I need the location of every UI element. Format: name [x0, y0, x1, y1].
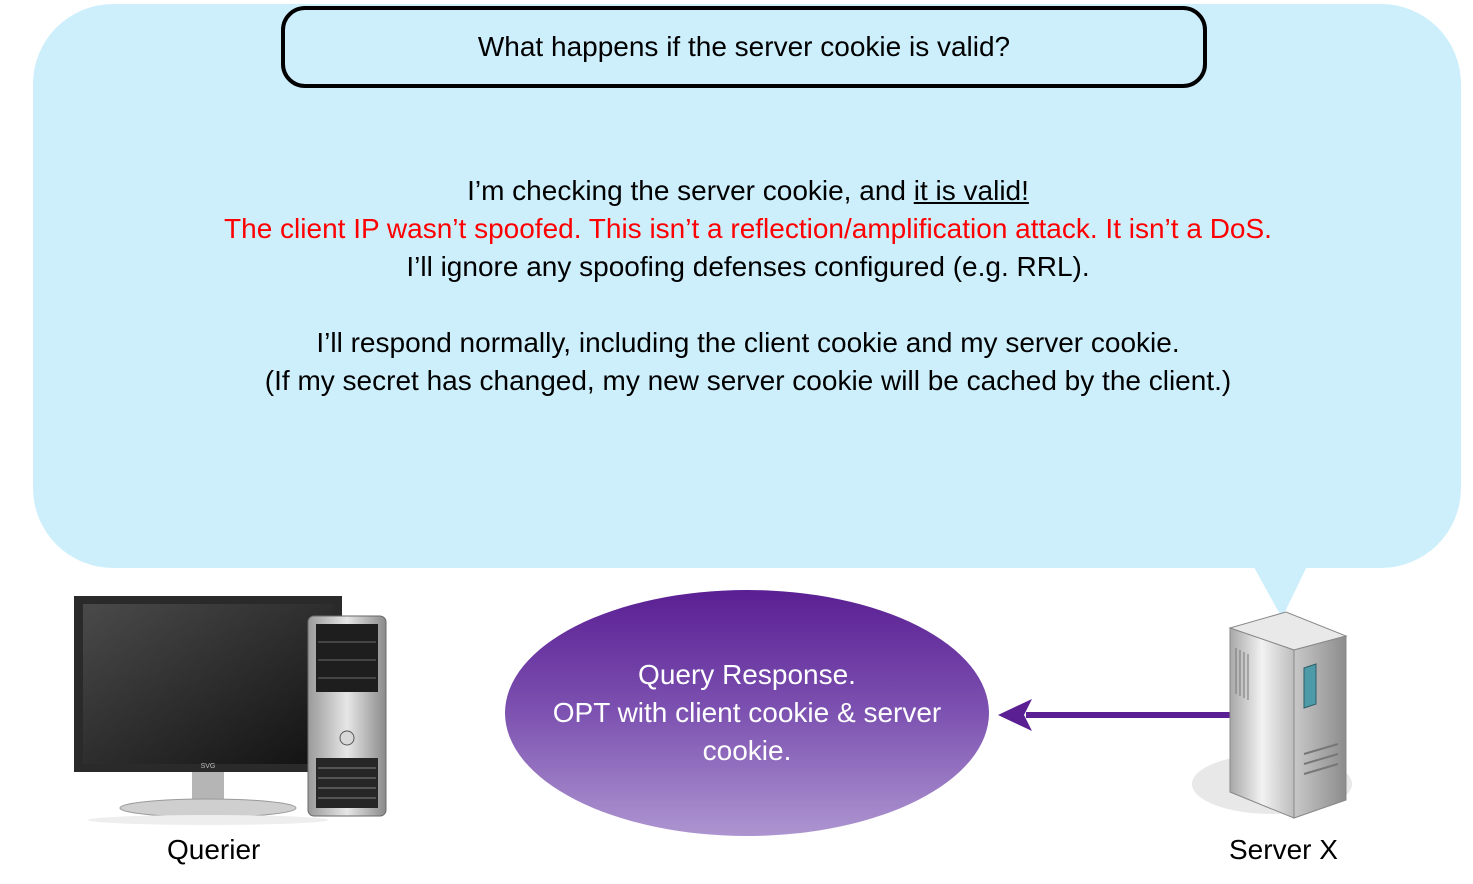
server-reasoning: I’m checking the server cookie, and it i… [60, 172, 1436, 286]
query-response-message: Query Response. OPT with client cookie &… [505, 590, 989, 836]
svg-text:SVG: SVG [201, 763, 216, 770]
server-response-plan: I’ll respond normally, including the cli… [60, 324, 1436, 400]
response-line-1: I’ll respond normally, including the cli… [316, 327, 1180, 358]
speech-bubble [33, 4, 1461, 568]
speech-bubble-tail [1250, 560, 1310, 618]
reasoning-line-2: The client IP wasn’t spoofed. This isn’t… [224, 213, 1272, 244]
desktop-computer-icon: SVG [74, 596, 387, 825]
message-line-1: Query Response. [638, 659, 856, 690]
server-tower-icon [1192, 611, 1352, 819]
server-label: Server X [1229, 834, 1338, 865]
querier-label: Querier [167, 834, 261, 865]
question-text: What happens if the server cookie is val… [477, 31, 1011, 62]
message-line-2: OPT with client cookie & server [552, 697, 942, 728]
question-box: What happens if the server cookie is val… [281, 6, 1207, 88]
reasoning-line-3: I’ll ignore any spoofing defenses config… [406, 251, 1090, 282]
valid-emphasis: it is valid! [913, 175, 1029, 206]
reasoning-line-1: I’m checking the server cookie, and it i… [467, 175, 1029, 206]
response-line-2: (If my secret has changed, my new server… [264, 365, 1232, 396]
message-line-3: cookie. [702, 735, 792, 766]
response-arrow-icon [998, 699, 1232, 731]
